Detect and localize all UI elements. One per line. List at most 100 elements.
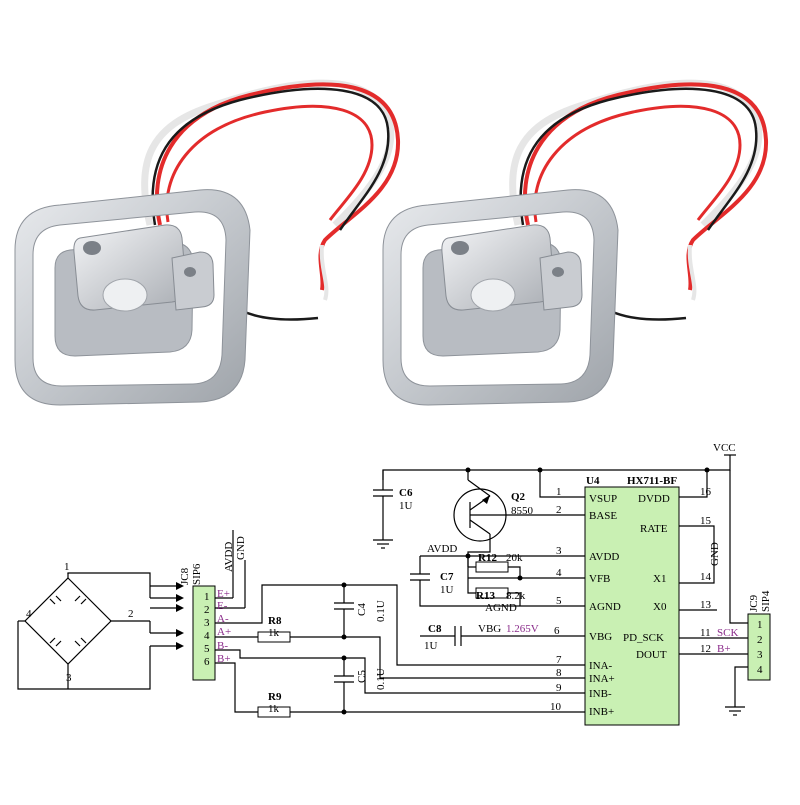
jc8-ref: JC8: [179, 567, 191, 585]
q2-value: 8550: [511, 505, 534, 517]
jc9-type: SIP4: [760, 590, 772, 612]
cable-white-tail: [319, 244, 329, 301]
c6-value: 1U: [399, 500, 413, 512]
junction-dot: [341, 655, 347, 661]
cell-dome-right: [470, 278, 516, 312]
jc8-pin-3: 3: [204, 617, 210, 629]
q2-ref: Q2: [511, 491, 526, 503]
pin-num-15: 15: [700, 515, 712, 527]
jc9-pin-3: 3: [757, 649, 763, 661]
pin-name-x0: X0: [653, 601, 667, 613]
jc9-pin-2: 2: [757, 634, 763, 646]
pin-num-4: 4: [556, 567, 562, 579]
pin-num-12: 12: [700, 643, 711, 655]
load-cell-photo-right: [382, 79, 769, 406]
r8-value: 1k: [268, 627, 280, 639]
jc8-gnd-label: GND: [235, 536, 247, 560]
cell-dome-left: [102, 278, 148, 312]
r12-value: 20k: [506, 552, 523, 564]
c5-value: 0.1U: [375, 668, 387, 690]
pin-num-7: 7: [556, 654, 562, 666]
r13-value: 8.2k: [506, 590, 526, 602]
c7-ref: C7: [440, 571, 454, 583]
pin-num-11: 11: [700, 627, 711, 639]
screw-hole-icon: [451, 241, 469, 255]
jc8-body: [192, 585, 216, 681]
screw-hole-icon: [83, 241, 101, 255]
vbg-label: VBG: [478, 623, 501, 635]
jc9-pin-1: 1: [757, 619, 763, 631]
c5-ref: C5: [356, 670, 368, 683]
chip-body: [584, 486, 680, 726]
bridge-node-2: 2: [128, 608, 134, 620]
pin-name-rate: RATE: [640, 523, 668, 535]
pin-name-ina-plus: INA+: [589, 673, 615, 685]
cable-red-left-2: [533, 104, 742, 223]
chip-part: HX711-BF: [627, 475, 677, 487]
pin-num-3: 3: [556, 545, 562, 557]
bridge-node-4: 4: [26, 608, 32, 620]
c4-value: 0.1U: [375, 600, 387, 622]
power-section: VCC C6 1U Q2 8550: [373, 442, 736, 652]
jc9-ref: JC9: [748, 594, 760, 612]
jc8-signal-b-minus: B-: [217, 640, 228, 652]
rate-gnd-label: GND: [709, 542, 721, 566]
r9-ref: R9: [268, 691, 282, 703]
agnd-label: AGND: [485, 602, 517, 614]
bridge-node-1: 1: [64, 561, 70, 573]
cell-block-right: [441, 224, 555, 311]
pin-num-13: 13: [700, 599, 712, 611]
chip-hx711: U4 HX711-BF 1 2 3 4 5 6 7 8 9 10 VSUP BA…: [550, 470, 748, 726]
c6-ref: C6: [399, 487, 413, 499]
arrowhead-icon: [176, 582, 184, 650]
pin-num-5: 5: [556, 595, 562, 607]
jc9-pin-4: 4: [757, 664, 763, 676]
pin-num-6: 6: [554, 625, 560, 637]
jc8-signal-a-minus: A-: [217, 613, 229, 625]
pin-num-14: 14: [700, 571, 712, 583]
vbg-value: 1.265V: [506, 623, 539, 635]
r8-ref: R8: [268, 615, 282, 627]
jc8-pin-6: 6: [204, 656, 210, 668]
c7-value: 1U: [440, 584, 454, 596]
pin-num-9: 9: [556, 682, 562, 694]
pin-name-pd-sck: PD_SCK: [623, 632, 664, 644]
r12-ref: R12: [478, 552, 497, 564]
avdd-label: AVDD: [427, 543, 457, 555]
pin-name-avdd: AVDD: [589, 551, 619, 563]
pin-num-1: 1: [556, 486, 562, 498]
pin-name-base: BASE: [589, 510, 617, 522]
cable-red-left-2: [165, 104, 374, 223]
r9-value: 1k: [268, 703, 280, 715]
junction-dot: [341, 709, 347, 715]
pin-name-inb-plus: INB+: [589, 706, 614, 718]
cell-bracket-right: [539, 251, 583, 311]
pin-name-vbg: VBG: [589, 631, 612, 643]
jc8-pin-4: 4: [204, 630, 210, 642]
junction-dot: [517, 575, 523, 581]
chip-ref: U4: [586, 475, 600, 487]
load-cell-photo-left: [14, 79, 401, 406]
cable-black-left: [151, 87, 390, 231]
cable-black-left: [519, 87, 758, 231]
jc8-signal-a-plus: A+: [217, 626, 231, 638]
strain-gauge-icon: [55, 595, 81, 647]
jc8-pin-2: 2: [204, 604, 210, 616]
pin-name-dout: DOUT: [636, 649, 667, 661]
sck-signal-label: SCK: [717, 627, 738, 639]
pin-name-vsup: VSUP: [589, 493, 617, 505]
bridge-diamond: [24, 577, 112, 665]
wheatstone-bridge: 1 2 3 4: [17, 561, 184, 690]
jc8-type: SIP6: [191, 563, 203, 585]
emitter-arrow-icon: [482, 495, 490, 504]
c8-ref: C8: [428, 623, 442, 635]
screw-hole-icon: [184, 267, 196, 277]
pin-name-ina-minus: INA-: [589, 660, 613, 672]
jc8-pin-1: 1: [204, 591, 210, 603]
pin-num-16: 16: [700, 486, 712, 498]
b-plus-signal-label: B+: [717, 643, 731, 655]
pin-num-8: 8: [556, 667, 562, 679]
pin-name-agnd: AGND: [589, 601, 621, 613]
r13-ref: R13: [476, 590, 495, 602]
